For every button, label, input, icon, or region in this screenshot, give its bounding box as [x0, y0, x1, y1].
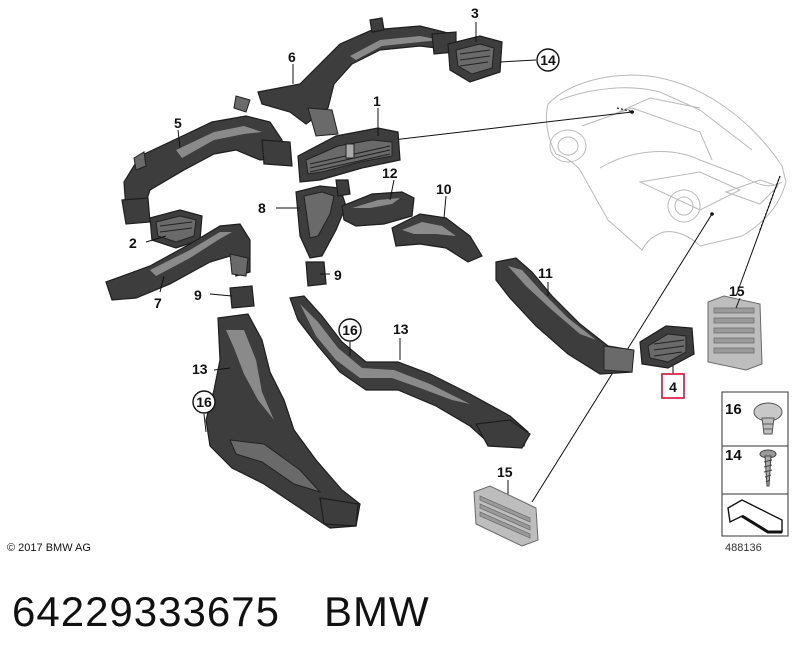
footer-caption: 64229333675 BMW [12, 588, 430, 636]
callout-4-highlighted: 4 [661, 373, 685, 399]
part-7-footwell-duct [105, 223, 251, 301]
legend-screw-number: 14 [725, 447, 742, 464]
part-number: 64229333675 [12, 588, 280, 635]
part-13-rear-floor-duct [289, 295, 531, 449]
car-outline [545, 74, 787, 251]
part-10-duct-piece [391, 213, 483, 263]
svg-text:16: 16 [196, 394, 212, 410]
callout-3: 3 [471, 5, 479, 21]
part-6-upper-duct [233, 17, 457, 137]
part-9-small-connector [229, 261, 327, 309]
callout-6: 6 [288, 49, 296, 65]
callout-12: 12 [382, 165, 398, 181]
callout-14-circled: 14 [536, 48, 560, 72]
brand-name: BMW [323, 588, 430, 635]
screw-icon [759, 449, 777, 487]
callout-13b: 13 [192, 361, 208, 377]
part-8-air-channel [295, 179, 351, 259]
svg-text:14: 14 [540, 52, 556, 68]
callout-7: 7 [154, 295, 162, 311]
part-15-grille-lower [473, 485, 539, 547]
leader-lines [145, 22, 741, 494]
callout-8: 8 [258, 200, 266, 216]
part-11-rear-duct [495, 257, 635, 375]
callout-15a: 15 [729, 283, 745, 299]
part-1-center-vent [297, 127, 401, 183]
svg-text:4: 4 [669, 379, 677, 395]
legend: 16 14 [721, 391, 789, 537]
part-5-left-duct [121, 115, 293, 225]
svg-text:16: 16 [342, 322, 358, 338]
callout-13a: 13 [393, 321, 409, 337]
parts-diagram: 1 2 3 5 6 7 8 9 9 10 11 12 13 13 15 15 1… [105, 5, 789, 547]
callout-1: 1 [373, 93, 381, 109]
part-15-grille-upper [707, 295, 763, 371]
image-number: 488136 [725, 542, 762, 554]
callout-11: 11 [538, 265, 553, 281]
callout-9a: 9 [194, 287, 202, 303]
bracket-icon [727, 499, 783, 534]
callout-16a-circled: 16 [338, 318, 362, 342]
callout-2: 2 [129, 235, 137, 251]
callout-10: 10 [436, 181, 452, 197]
callout-15b: 15 [497, 464, 513, 480]
part-12-duct-piece [341, 191, 415, 227]
legend-clip-number: 16 [725, 401, 742, 418]
callout-9b: 9 [334, 267, 342, 283]
part-4-rear-vent [639, 325, 695, 369]
copyright-notice: © 2017 BMW AG [7, 542, 91, 554]
callout-16b-circled: 16 [192, 390, 216, 414]
callout-5: 5 [174, 115, 182, 131]
part-13-left-floor-duct [205, 313, 361, 529]
clip-icon [753, 402, 783, 435]
part-3-side-vent [447, 35, 503, 83]
